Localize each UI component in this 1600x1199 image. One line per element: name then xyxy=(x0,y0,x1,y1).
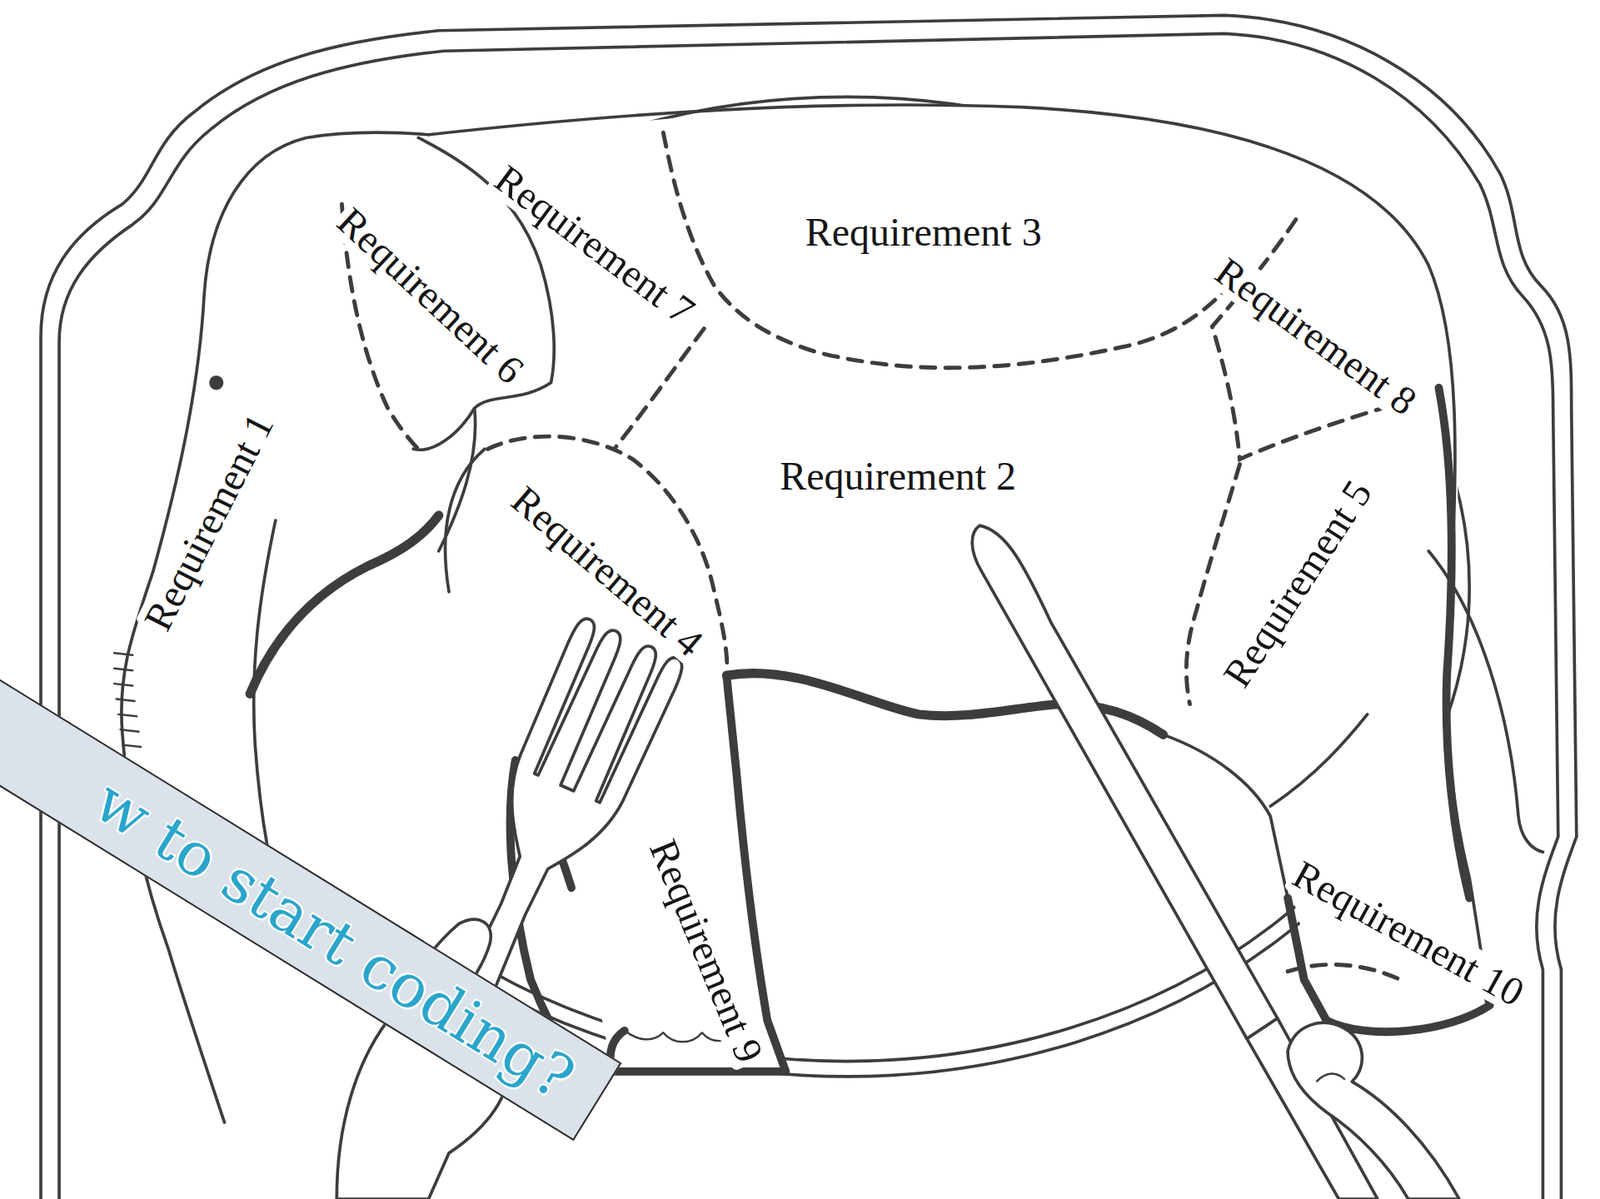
label-holder: Requirement 2 xyxy=(776,455,1020,498)
label-holder: Requirement 3 xyxy=(802,211,1046,254)
elephant-eye xyxy=(209,375,224,390)
hind-leg-front xyxy=(1270,714,1367,807)
elephant-mouth xyxy=(249,515,439,694)
chest-line xyxy=(445,448,485,593)
region-label: Requirement 3 xyxy=(802,211,1046,254)
elephant-rump xyxy=(1438,388,1470,899)
elephant-fill xyxy=(121,105,1490,1199)
platter-rim xyxy=(40,14,1577,1199)
trunk-wrinkles xyxy=(114,652,141,748)
cut-line xyxy=(1287,964,1401,980)
ear-lower xyxy=(438,408,476,552)
knife-blade xyxy=(971,525,1278,1039)
platter-rim-inner xyxy=(59,33,1559,1199)
region-label: Requirement 2 xyxy=(776,455,1020,498)
cut-line xyxy=(614,328,705,450)
cut-line xyxy=(662,132,1225,368)
elephant-tail xyxy=(1428,551,1543,853)
right-hand xyxy=(1287,1022,1460,1199)
right-hand-finger xyxy=(1315,1074,1345,1083)
